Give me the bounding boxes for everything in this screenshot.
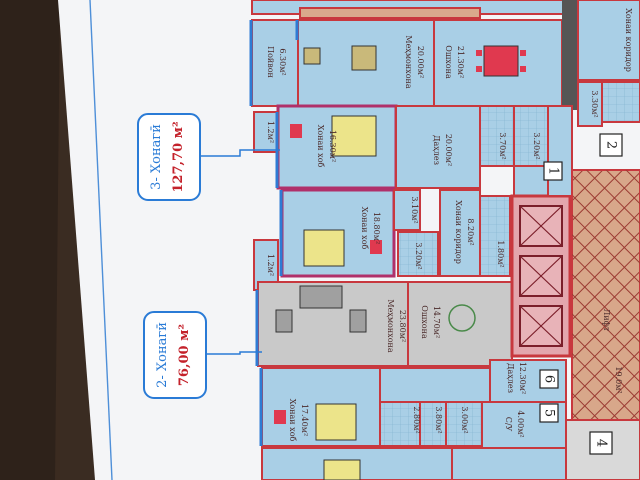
unit-number-boxes: 1 2 4 5 6 (539, 133, 623, 455)
label-kitchen-2: Ошхона (420, 305, 429, 339)
label-bedroom-3: Хонаи хоб (288, 399, 297, 442)
unit-number-4: 4 (594, 439, 609, 447)
room-bath-top-a (479, 105, 515, 167)
margin-line (89, 0, 113, 480)
area-bath-mid-a: 3.20м² (414, 242, 423, 269)
label-hall-2: Даҳлез (506, 363, 515, 393)
unit-number-1: 1 (546, 167, 561, 175)
label-hall-top: Даҳлез (432, 135, 441, 165)
area-storage: 3.10м² (410, 196, 419, 223)
area-bath-low-a: 2.80м² (412, 406, 421, 433)
unit-box-3-rooms: 3- Хонагӣ 127,70 м² (137, 113, 201, 201)
unit-box-3-area: 127,70 м² (171, 121, 186, 192)
structural-block (562, 0, 578, 110)
furniture (274, 45, 526, 480)
area-hall-2: 12.30м² (518, 362, 527, 394)
label-corridor: Хонаи коридор (454, 200, 463, 264)
area-su: 4.00м² (516, 410, 525, 437)
unit-number-6: 6 (542, 375, 557, 383)
unit-box-2-name: 2- Хонагӣ (155, 322, 170, 388)
label-right-corridor: Хонаи коридор (624, 8, 633, 72)
room-hall-2 (379, 367, 491, 403)
area-bath-low-b: 3.80м² (434, 406, 443, 433)
area-bath-top-b: 3.20м² (532, 132, 541, 159)
area-bath-low-c: 3.00м² (460, 406, 469, 433)
area-kitchen-top: 21.30м² (456, 46, 465, 78)
label-living-2: Меҳмонхона (386, 299, 395, 352)
unit-number-5: 5 (542, 409, 557, 417)
label-bedroom-1: Хонаи хоб (316, 125, 325, 168)
area-bedroom-2: 18.80м² (372, 212, 381, 244)
label-bedroom-2: Хонаи хоб (360, 207, 369, 250)
area-living-2: 23.80м² (398, 310, 407, 342)
leader-lines (200, 149, 280, 355)
room-storage (393, 189, 421, 231)
area-balcony-mid-b: 1.2м² (266, 254, 275, 276)
area-kitchen-2: 14.70м² (432, 306, 441, 338)
unit-box-2-rooms: 2- Хонагӣ 76,00 м² (143, 311, 207, 399)
unit-box-3-name: 3- Хонагӣ (149, 124, 164, 190)
area-bath-top-a: 3.70м² (498, 132, 507, 159)
area-right-balcony: 3.30м² (590, 90, 599, 117)
label-balcony-top: Пойвон (266, 46, 275, 78)
area-balcony-top: 6.30м² (278, 48, 287, 75)
area-bath-mid-b: 1.80м² (496, 240, 505, 267)
unit-number-2: 2 (604, 141, 619, 149)
label-su: С/У (504, 417, 513, 432)
area-hall-top: 20.00м² (444, 134, 453, 166)
label-stair-hall: Лифт (602, 309, 611, 332)
room-bath-mid-a (397, 231, 439, 277)
room-hall-top (395, 105, 481, 189)
room-right-corridor (577, 0, 640, 81)
room-bath-top-b (513, 105, 549, 167)
label-kitchen-top: Ошхона (444, 45, 453, 79)
room-kitchen-2 (407, 281, 513, 367)
room-balcony-top (251, 19, 299, 107)
unit-box-2-area: 76,00 м² (177, 324, 192, 386)
area-living-top: 20.00м² (416, 46, 425, 78)
room-bath-mid-b (479, 195, 511, 277)
area-corridor: 8.20м² (466, 218, 475, 245)
room-bath-low-b (419, 401, 447, 447)
area-stair-hall: 19.0м² (614, 366, 623, 393)
area-balcony-mid-a: 1.2м² (266, 121, 275, 143)
area-bedroom-3: 17.40м² (300, 404, 309, 436)
area-bedroom-1: 16.30м² (328, 130, 337, 162)
label-living-top: Меҳмонхона (404, 35, 413, 88)
